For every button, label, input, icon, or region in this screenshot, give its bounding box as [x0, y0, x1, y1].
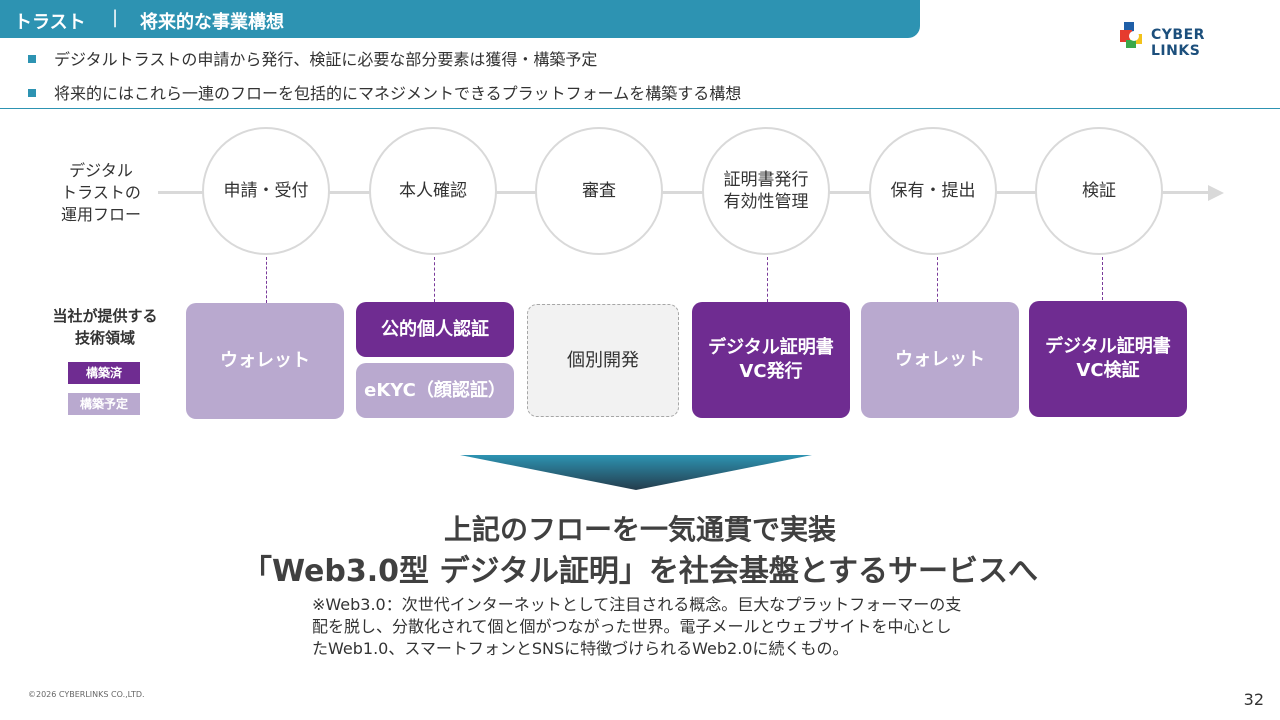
logo-text: CYBER LINKS: [1151, 27, 1205, 59]
header-bar: トラスト | 将来的な事業構想: [0, 0, 920, 38]
box-wallet: ウォレット: [186, 303, 344, 419]
title-separator: |: [112, 7, 119, 28]
company-logo: CYBER LINKS: [1118, 20, 1258, 59]
connector-line: [434, 257, 435, 302]
flow-label: デジタル トラストの 運用フロー: [60, 161, 141, 224]
flow-step-storage: 保有・提出: [869, 127, 997, 255]
flow-step-identity: 本人確認: [369, 127, 497, 255]
down-arrow-icon: [460, 455, 812, 490]
bullet-item: 将来的にはこれら一連のフローを包括的にマネジメントできるプラットフォームを構築す…: [28, 80, 741, 104]
flow-step-issuance: 証明書発行 有効性管理: [702, 127, 830, 255]
footnote-line: 配を脱し、分散化されて個と個がつながった世界。電子メールとウェブサイトを中心とし: [312, 617, 952, 636]
bullet-square-icon: [28, 54, 36, 63]
copyright: ©2026 CYBERLINKS CO.,LTD.: [28, 690, 145, 699]
flow-arrow-icon: [1208, 185, 1224, 201]
legend-planned: 構築予定: [68, 393, 140, 415]
box-custom-development: 個別開発: [527, 304, 679, 417]
divider: [0, 108, 1280, 109]
tech-label: 当社が提供する 技術領域: [52, 307, 158, 347]
bullet-text: 将来的にはこれら一連のフローを包括的にマネジメントできるプラットフォームを構築す…: [54, 84, 742, 103]
box-public-id: 公的個人認証: [356, 302, 514, 357]
footnote: ※Web3.0：次世代インターネットとして注目される概念。巨大なプラットフォーマ…: [312, 594, 1032, 660]
flow-step-verification: 検証: [1035, 127, 1163, 255]
legend-built: 構築済: [68, 362, 140, 384]
main-message-line1: 上記のフローを一気通貫で実装: [443, 513, 836, 546]
cyber-links-logo-icon: [1120, 22, 1142, 48]
main-message-line2: 「Web3.0型 デジタル証明」を社会基盤とするサービスへ: [242, 554, 1038, 589]
connector-line: [266, 257, 267, 303]
connector-line: [937, 257, 938, 302]
page-title: 将来的な事業構想: [140, 12, 284, 33]
flow-step-application: 申請・受付: [202, 127, 330, 255]
footnote-line: ※Web3.0：次世代インターネットとして注目される概念。巨大なプラットフォーマ…: [312, 595, 962, 614]
flow-line: [158, 191, 1213, 194]
section-title: トラスト: [14, 12, 86, 33]
bullet-text: デジタルトラストの申請から発行、検証に必要な部分要素は獲得・構築予定: [54, 50, 598, 69]
footnote-line: たWeb1.0、スマートフォンとSNSに特徴づけられるWeb2.0に続くもの。: [312, 639, 849, 658]
bullet-item: デジタルトラストの申請から発行、検証に必要な部分要素は獲得・構築予定: [28, 46, 597, 70]
box-ekyc: eKYC（顔認証）: [356, 363, 514, 418]
box-vc-verification: デジタル証明書 VC検証: [1029, 301, 1187, 417]
flow-step-review: 審査: [535, 127, 663, 255]
bullet-square-icon: [28, 88, 36, 97]
page-number: 32: [1243, 690, 1264, 709]
box-vc-issuance: デジタル証明書 VC発行: [692, 302, 850, 418]
connector-line: [767, 257, 768, 302]
connector-line: [1102, 257, 1103, 300]
box-wallet: ウォレット: [861, 302, 1019, 418]
